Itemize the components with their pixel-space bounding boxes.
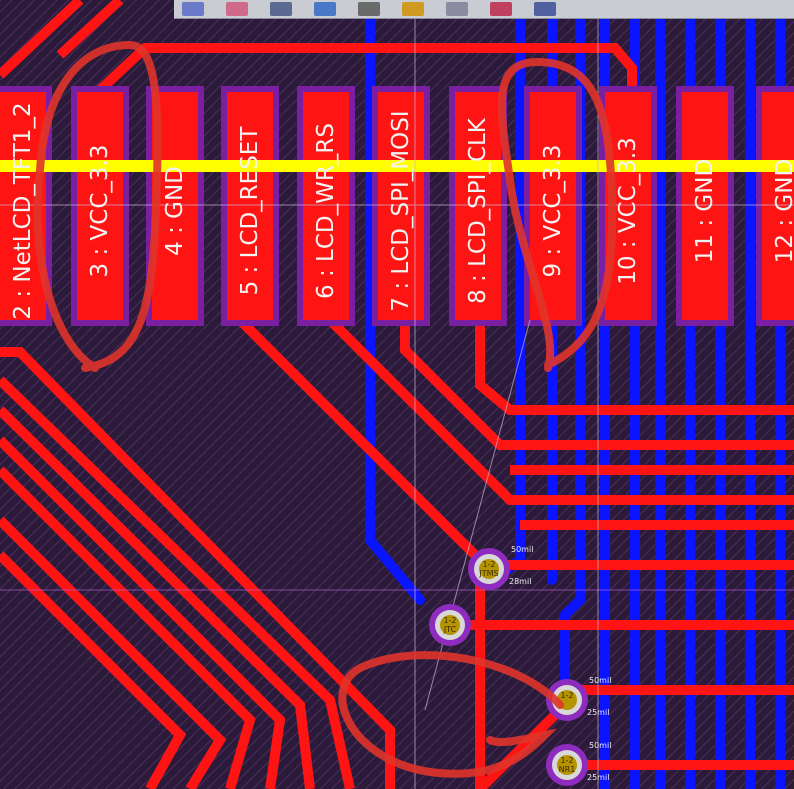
pad-label: 6 : LCD_WR_RS xyxy=(313,123,339,299)
top-trace-vcc xyxy=(96,43,637,100)
annotation-circle-vcc-pad9 xyxy=(497,57,617,372)
top-trace xyxy=(0,406,315,789)
via-layer xyxy=(557,755,577,775)
top-trace xyxy=(476,706,564,789)
pad-label: 10 : VCC_3.3 xyxy=(615,137,641,285)
component-icon[interactable] xyxy=(314,2,336,16)
connector-pad[interactable] xyxy=(378,92,424,320)
pad-label: 3 : VCC_3.3 xyxy=(87,144,113,278)
annotation-marks xyxy=(33,40,617,778)
via-diameter-label: 50mil xyxy=(589,741,612,750)
via-net-name: NR1 xyxy=(558,765,576,774)
pad-label: 2 : NetLCD_TFT1_2 xyxy=(10,102,36,320)
connector-pad[interactable] xyxy=(455,92,501,320)
top-trace xyxy=(326,316,794,505)
pad-label: 11 : GND xyxy=(692,158,718,264)
annotation-circle-vcc-pad3 xyxy=(33,40,162,372)
top-trace xyxy=(400,320,794,450)
via-net-label: 1-2 xyxy=(443,616,457,625)
top-trace xyxy=(0,376,355,789)
line-icon[interactable] xyxy=(270,2,292,16)
annotation-circle-vias xyxy=(338,651,564,778)
via-net-label: 1-2 xyxy=(560,691,574,700)
pad-label: 12 : GND xyxy=(772,158,794,264)
rectangle-icon[interactable] xyxy=(446,2,468,16)
keepout-stripe xyxy=(0,160,794,172)
connector-pad[interactable] xyxy=(227,92,273,320)
via-layer xyxy=(479,559,499,579)
top-trace xyxy=(0,466,256,789)
via-net-label: 1-2 xyxy=(560,756,574,765)
top-trace xyxy=(0,516,227,789)
top-trace xyxy=(0,551,187,789)
via-diameter-label: 50mil xyxy=(511,545,534,554)
via-icon[interactable] xyxy=(358,2,380,16)
toolbar xyxy=(174,0,794,19)
connector-pad[interactable] xyxy=(303,92,349,320)
connector-pad[interactable] xyxy=(762,92,794,320)
layer-icon[interactable] xyxy=(534,2,556,16)
via-diameter-label: 50mil xyxy=(589,676,612,685)
pad-label: 8 : LCD_SPI_CLK xyxy=(465,118,491,304)
via-hole-label: 28mil xyxy=(509,577,532,586)
via-hole-label: 25mil xyxy=(587,708,610,717)
pad-label: 9 : VCC_3.3 xyxy=(540,144,566,278)
pad-label: 7 : LCD_SPI_MOSI xyxy=(388,110,414,312)
top-trace xyxy=(56,0,124,59)
select-icon[interactable] xyxy=(182,2,204,16)
via-net-label: 1-2 xyxy=(482,560,496,569)
connector-pad[interactable] xyxy=(682,92,728,320)
via-layer xyxy=(440,615,460,635)
ratsnest-line xyxy=(424,319,531,711)
top-trace xyxy=(0,436,286,789)
bottom-trace xyxy=(365,0,425,605)
vias xyxy=(429,548,588,786)
top-trace xyxy=(475,320,794,415)
connector-pad[interactable] xyxy=(77,92,123,320)
measure-icon[interactable] xyxy=(226,2,248,16)
via-net-name: JTC xyxy=(443,625,457,634)
pin-icon[interactable] xyxy=(402,2,424,16)
pad-label: 4 : GND xyxy=(162,166,188,256)
pad-label: 5 : LCD_RESET xyxy=(237,126,263,296)
polygon-icon[interactable] xyxy=(490,2,512,16)
via-net-name: JTMS xyxy=(479,569,499,578)
via-hole-label: 25mil xyxy=(587,773,610,782)
top-trace xyxy=(0,0,84,79)
